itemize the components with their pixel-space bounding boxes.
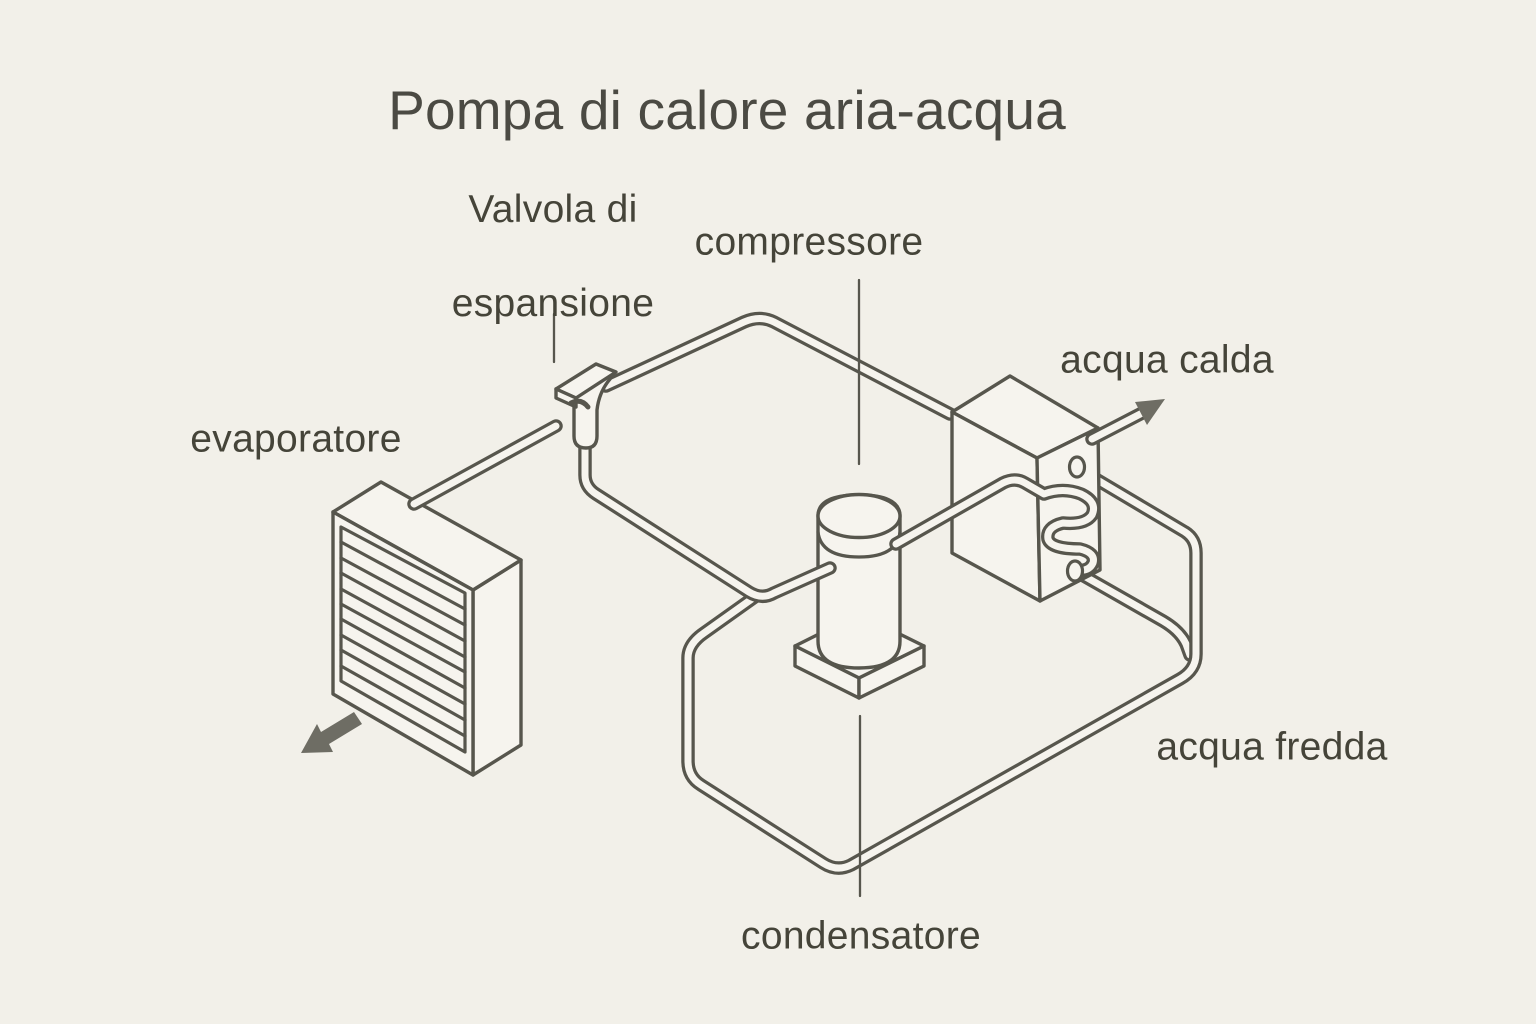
pipe-hot-water-out bbox=[1092, 411, 1146, 439]
label-condenser: condensatore bbox=[741, 914, 981, 958]
exchanger-top-port bbox=[1067, 455, 1087, 479]
label-cold-water: acqua fredda bbox=[1156, 725, 1388, 769]
label-hot-water: acqua calda bbox=[1060, 338, 1274, 382]
exchanger-bottom-port bbox=[1065, 559, 1085, 583]
label-expansion-valve-line1: Valvola di bbox=[468, 187, 638, 231]
valve-flow-mark bbox=[568, 398, 591, 410]
page-title: Pompa di calore aria-acqua bbox=[388, 79, 1066, 141]
evaporator-side-face bbox=[471, 558, 523, 777]
label-compressor: compressore bbox=[694, 220, 924, 264]
water-loop-pipe bbox=[688, 472, 1196, 868]
label-expansion-valve: Valvola di espansione bbox=[452, 187, 655, 327]
pipe-evaporator-to-valve bbox=[414, 426, 556, 504]
compressor-unit bbox=[793, 492, 926, 700]
label-expansion-valve-line2: espansione bbox=[451, 281, 655, 325]
evaporator-panel bbox=[331, 480, 523, 777]
label-evaporator: evaporatore bbox=[190, 417, 402, 461]
airflow-arrow-icon bbox=[301, 712, 362, 753]
pipe-valve-to-compressor bbox=[585, 447, 830, 596]
pipe-cold-water-branch bbox=[1077, 572, 1190, 655]
pipe-valve-to-exchanger bbox=[606, 319, 950, 415]
hot-water-arrow-icon bbox=[1135, 399, 1165, 425]
compressor-cylinder-top bbox=[816, 492, 902, 540]
expansion-valve bbox=[554, 362, 618, 450]
evaporator-louvers bbox=[339, 525, 467, 754]
